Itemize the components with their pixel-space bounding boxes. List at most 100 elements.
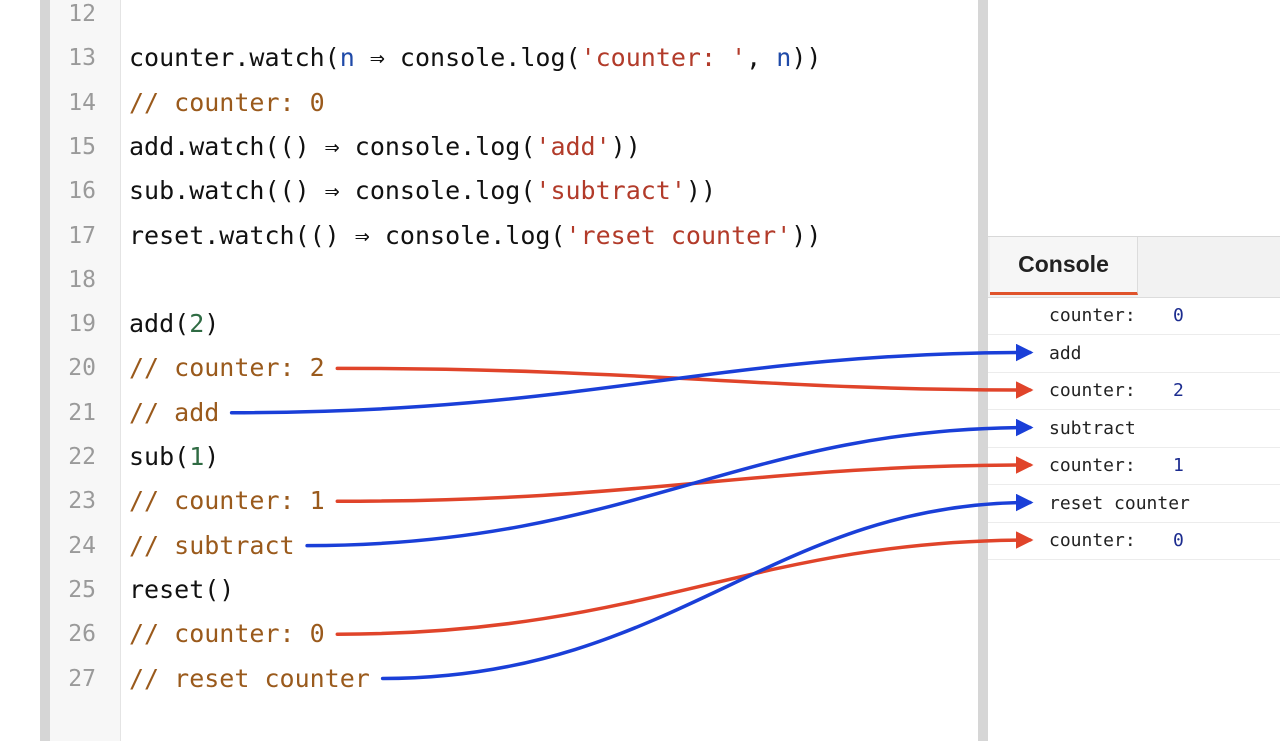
code-text: reset(): [129, 568, 234, 612]
code-line-24[interactable]: 24 // subtract: [50, 524, 978, 568]
line-number: 26: [68, 621, 96, 648]
console-log-row: add: [988, 336, 1280, 373]
code-line-20[interactable]: 20 // counter: 2: [50, 346, 978, 390]
code-token: n: [776, 43, 792, 73]
console-panel: Console counter: 0 add counter: 2 subtract cou…: [988, 236, 1280, 742]
pane-border-left: [40, 0, 50, 741]
code-token: // add: [129, 397, 220, 427]
code-token: 'add': [535, 131, 611, 161]
line-number: 16: [68, 178, 96, 205]
code-text: // counter: 1: [129, 479, 325, 523]
line-number: 15: [68, 133, 96, 160]
console-log-row: counter: 0: [988, 298, 1280, 335]
code-token: )): [791, 43, 822, 73]
console-log-message: subtract: [1049, 417, 1136, 439]
code-token: counter.watch(: [129, 43, 340, 73]
code-token: // subtract: [129, 530, 295, 560]
line-number: 27: [68, 665, 96, 692]
code-token: // counter: 0: [129, 619, 325, 649]
code-token: n: [339, 43, 355, 73]
arrow-line-26: [335, 531, 1034, 636]
console-log-message: reset counter: [1049, 492, 1190, 514]
code-token: // counter: 2: [129, 353, 325, 383]
code-text: // counter: 0: [129, 612, 325, 656]
line-number: 25: [68, 576, 96, 603]
console-log-message: counter:: [1049, 530, 1136, 551]
code-text: // counter: 2: [129, 346, 325, 390]
code-token: 'reset counter': [565, 220, 792, 250]
console-log-row: counter:0: [988, 523, 1280, 560]
line-number: 22: [68, 444, 96, 470]
code-token: ,: [746, 43, 777, 73]
line-number: 19: [68, 311, 96, 338]
code-token: )): [685, 176, 717, 206]
code-line-12[interactable]: 12: [50, 0, 978, 36]
code-token: ): [204, 442, 220, 471]
code-token: add.watch(() ⇒ console.log(: [129, 131, 536, 161]
line-number: 20: [68, 355, 96, 382]
console-log-row: subtract: [988, 411, 1280, 448]
code-token: )): [791, 220, 822, 250]
code-line-27[interactable]: 27 // reset counter: [50, 657, 978, 701]
code-text: reset.watch(() ⇒ console.log('reset coun…: [129, 214, 821, 258]
code-text: counter.watch(n ⇒ console.log('counter: …: [129, 36, 821, 80]
code-token: // reset counter: [129, 663, 370, 693]
line-number: 12: [68, 1, 96, 27]
console-log-value: 0: [1173, 305, 1184, 326]
console-log-value: 2: [1173, 380, 1184, 401]
code-token: 'counter: ': [580, 43, 747, 73]
code-line-21[interactable]: 21 // add: [50, 391, 978, 435]
arrow-line-23: [335, 456, 1034, 504]
console-log-row: counter: 2: [988, 373, 1280, 410]
code-text: // add: [129, 391, 219, 435]
code-token: // counter: 1: [129, 486, 325, 516]
console-log-message: counter:: [1049, 305, 1136, 326]
tab-console[interactable]: Console: [990, 237, 1138, 295]
code-line-14[interactable]: 14 // counter: 0: [50, 81, 978, 125]
code-text: // reset counter: [129, 657, 370, 701]
code-line-18[interactable]: 18: [50, 258, 978, 302]
code-token: // counter: 0: [129, 87, 325, 117]
code-text: // subtract: [129, 524, 295, 568]
arrow-line-27: [380, 493, 1034, 681]
console-log-message: counter:: [1049, 455, 1136, 476]
code-token: ⇒ console.log(: [354, 43, 581, 73]
code-line-22[interactable]: 22 sub(1): [50, 435, 978, 479]
line-number-gutter: [50, 0, 121, 741]
window-edge: [0, 0, 40, 741]
code-token: reset(): [129, 574, 235, 604]
pane-divider[interactable]: [978, 0, 988, 741]
code-token: ): [204, 309, 220, 339]
code-text: sub(1): [129, 435, 219, 479]
arrow-line-24: [305, 418, 1034, 548]
console-log-message: counter:: [1049, 380, 1136, 401]
code-line-17[interactable]: 17 reset.watch(() ⇒ console.log('reset co…: [50, 214, 978, 258]
code-text: sub.watch(() ⇒ console.log('subtract')): [129, 169, 716, 213]
code-text: // counter: 0: [129, 81, 325, 125]
line-number: 21: [68, 399, 96, 426]
code-token: add(: [129, 309, 190, 339]
code-text: add.watch(() ⇒ console.log('add')): [129, 125, 641, 169]
line-number: 13: [68, 45, 96, 72]
console-log-message: add: [1049, 342, 1082, 364]
code-line-16[interactable]: 16 sub.watch(() ⇒ console.log('subtract')…: [50, 169, 978, 213]
line-number: 14: [68, 89, 96, 116]
code-token: 'subtract': [535, 176, 686, 206]
line-number: 24: [68, 532, 96, 559]
arrow-line-20: [335, 366, 1034, 399]
arrow-line-21: [229, 343, 1034, 415]
code-line-15[interactable]: 15 add.watch(() ⇒ console.log('add')): [50, 125, 978, 169]
code-line-25[interactable]: 25 reset(): [50, 568, 978, 612]
code-token: reset.watch(() ⇒ console.log(: [129, 220, 566, 250]
code-token: sub.watch(() ⇒ console.log(: [129, 176, 536, 206]
line-number: 17: [68, 222, 96, 249]
console-log-value: 1: [1173, 455, 1184, 476]
code-line-26[interactable]: 26 // counter: 0: [50, 612, 978, 656]
code-line-23[interactable]: 23// counter: 1: [50, 479, 978, 523]
code-token: sub(: [129, 442, 190, 471]
console-log-row: reset counter: [988, 486, 1280, 523]
